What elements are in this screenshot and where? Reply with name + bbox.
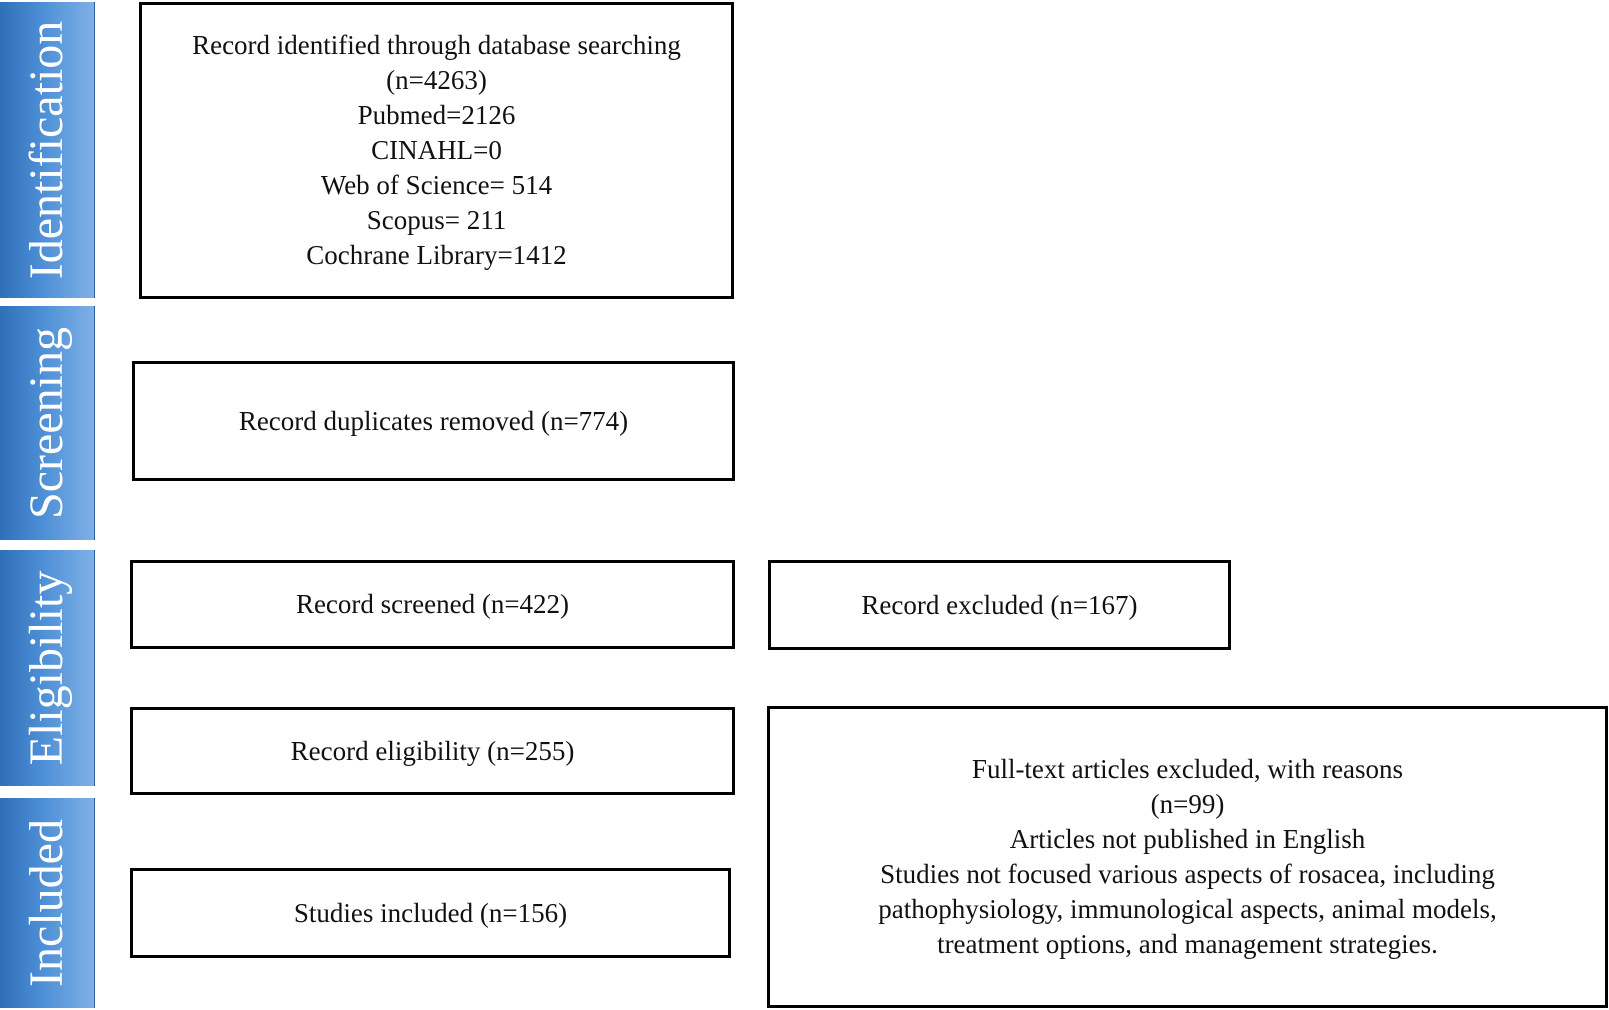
fulltext-excluded-line: pathophysiology, immunological aspects, … (878, 894, 1497, 924)
stage-identification-label: Identification (20, 20, 73, 280)
records-screened-box: Record screened (n=422) (130, 560, 735, 649)
identified-line: Scopus= 211 (366, 205, 507, 235)
stage-eligibility: Eligibility (0, 550, 95, 786)
duplicates-removed-box: Record duplicates removed (n=774) (132, 361, 735, 481)
stage-screening-label: Screening (20, 327, 73, 519)
fulltext-excluded-line: treatment options, and management strate… (937, 929, 1438, 959)
identified-line: Record identified through database searc… (192, 30, 681, 60)
stage-screening: Screening (0, 306, 95, 540)
duplicates-removed-text: Record duplicates removed (n=774) (238, 405, 629, 436)
records-eligibility-text: Record eligibility (n=255) (290, 735, 575, 766)
identified-line: Pubmed=2126 (357, 100, 516, 130)
studies-included-text: Studies included (n=156) (293, 897, 568, 928)
identified-line: (n=4263) (386, 65, 487, 95)
fulltext-excluded-line: Articles not published in English (1009, 824, 1366, 854)
records-identified-box: Record identified through database searc… (139, 2, 734, 299)
fulltext-excluded-line: Full-text articles excluded, with reason… (971, 754, 1404, 784)
stage-included-label: Included (20, 819, 73, 987)
stage-included: Included (0, 798, 95, 1008)
identified-line: Cochrane Library=1412 (306, 240, 567, 270)
identified-line: Web of Science= 514 (320, 170, 553, 200)
records-screened-text: Record screened (n=422) (295, 589, 570, 619)
stage-eligibility-label: Eligibility (20, 570, 73, 766)
records-excluded-text: Record excluded (n=167) (861, 589, 1138, 620)
records-eligibility-box: Record eligibility (n=255) (130, 707, 735, 795)
fulltext-excluded-line: Studies not focused various aspects of r… (880, 859, 1495, 889)
fulltext-excluded-line: (n=99) (1150, 789, 1225, 819)
records-excluded-box: Record excluded (n=167) (768, 560, 1231, 650)
stage-identification: Identification (0, 2, 95, 298)
studies-included-box: Studies included (n=156) (130, 868, 731, 958)
fulltext-excluded-box: Full-text articles excluded, with reason… (767, 706, 1608, 1008)
identified-line: CINAHL=0 (371, 135, 502, 165)
